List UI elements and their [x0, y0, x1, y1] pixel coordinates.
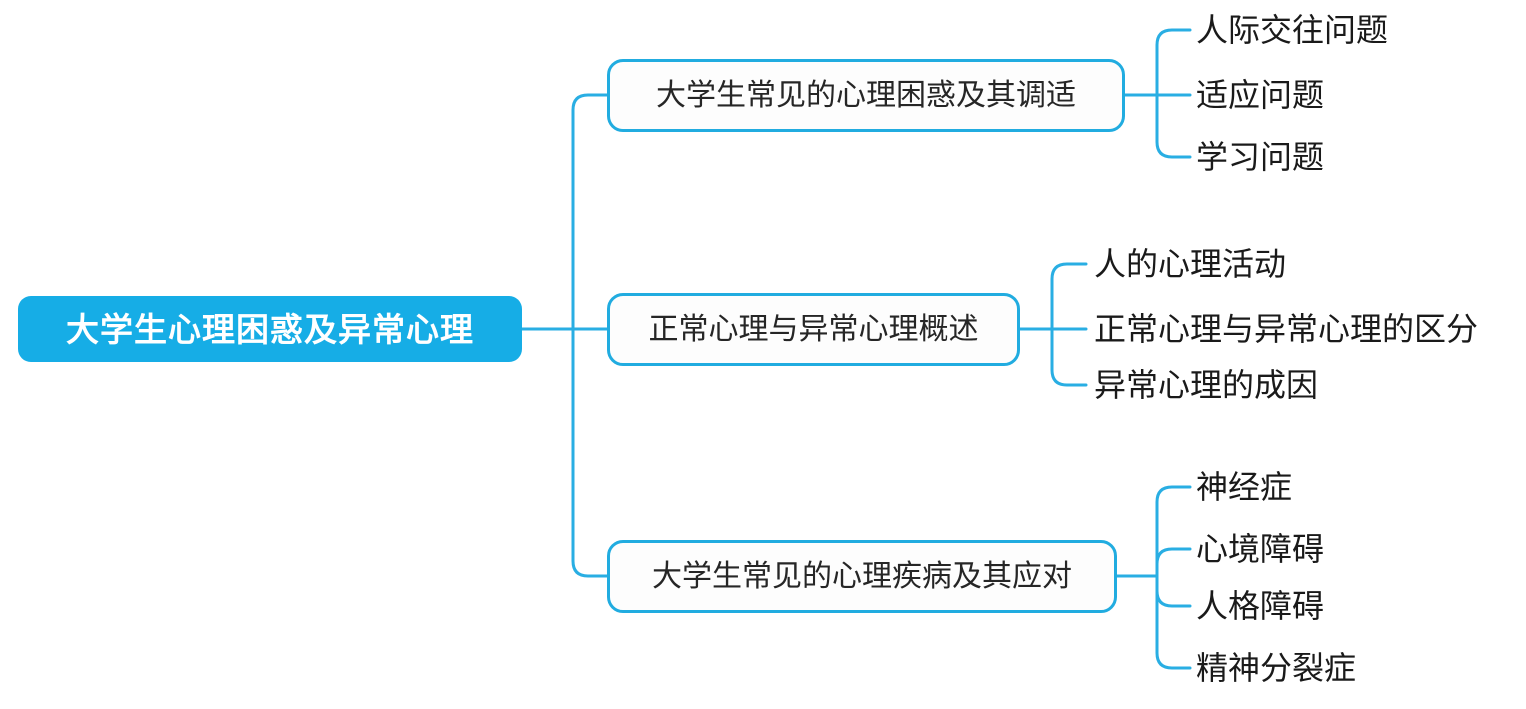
branch-node-2[interactable]: 正常心理与异常心理概述	[607, 293, 1020, 366]
leaf-node-2-1[interactable]: 人的心理活动	[1094, 246, 1287, 282]
branch-node-1-label: 大学生常见的心理困惑及其调适	[656, 78, 1076, 112]
leaf-node-1-3[interactable]: 学习问题	[1196, 139, 1325, 175]
leaf-node-2-3[interactable]: 异常心理的成因	[1094, 367, 1319, 403]
edge-branch3-leaf-4	[1155, 574, 1192, 670]
edge-branch2-leaf-1	[1050, 262, 1088, 331]
leaf-node-3-3[interactable]: 人格障碍	[1196, 588, 1325, 624]
branch-node-1[interactable]: 大学生常见的心理困惑及其调适	[607, 59, 1125, 132]
edge-branch1-leaf-1	[1155, 28, 1192, 97]
leaf-node-2-2[interactable]: 正常心理与异常心理的区分	[1094, 311, 1479, 347]
leaf-node-3-4[interactable]: 精神分裂症	[1196, 650, 1357, 686]
branch-node-2-label: 正常心理与异常心理概述	[648, 312, 979, 346]
leaf-node-1-1[interactable]: 人际交往问题	[1196, 12, 1389, 48]
leaf-node-3-1[interactable]: 神经症	[1196, 469, 1293, 505]
branch-node-3[interactable]: 大学生常见的心理疾病及其应对	[607, 540, 1117, 613]
edge-trunk-branch-1	[571, 93, 609, 331]
branch-node-3-label: 大学生常见的心理疾病及其应对	[652, 559, 1072, 593]
leaf-node-3-2[interactable]: 心境障碍	[1196, 531, 1325, 567]
root-node[interactable]: 大学生心理困惑及异常心理	[18, 296, 522, 362]
edge-branch2-leaf-3	[1050, 327, 1088, 387]
edge-branch3-leaf-1	[1155, 485, 1192, 578]
edge-branch3-leaf-2	[1155, 547, 1192, 578]
edge-branch3-leaf-3	[1155, 574, 1192, 608]
leaf-node-1-2[interactable]: 适应问题	[1196, 77, 1325, 113]
root-node-label: 大学生心理困惑及异常心理	[66, 310, 474, 348]
edge-branch1-leaf-3	[1155, 93, 1192, 159]
edge-trunk-branch-3	[571, 327, 609, 578]
